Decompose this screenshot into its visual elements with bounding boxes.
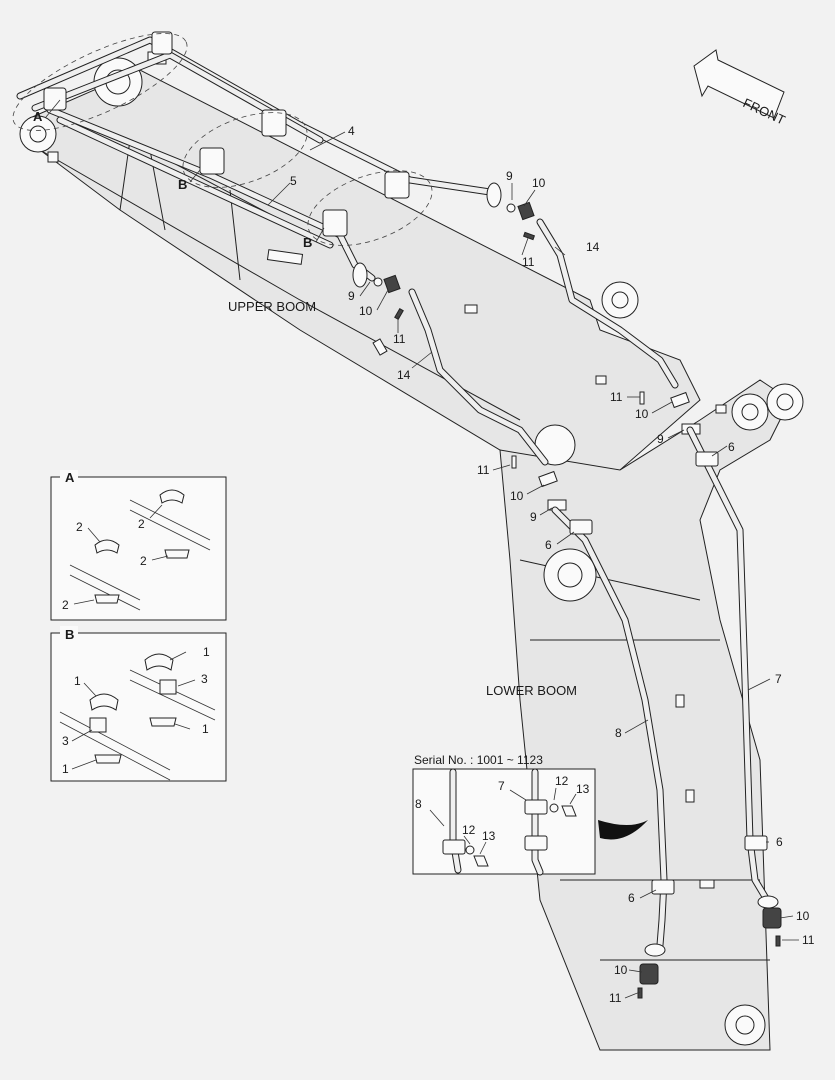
detail-box-a [50, 470, 227, 621]
lower-boom-label: LOWER BOOM [486, 683, 577, 698]
front-arrow: FRONT [693, 49, 788, 128]
part-number-11: 11 [610, 390, 623, 404]
part-number-11: 11 [477, 463, 490, 477]
pipe-clamps [43, 31, 410, 237]
part-number-1: 1 [62, 762, 69, 776]
serial-inset [412, 768, 648, 876]
detail-ellipses [12, 33, 433, 246]
part-number-11: 11 [393, 332, 406, 346]
part-number-11: 11 [522, 255, 535, 269]
hose-14-upper [408, 218, 679, 466]
callout-b2: B [303, 235, 312, 250]
part-number-12: 12 [462, 823, 476, 837]
callout-b1: B [178, 177, 187, 192]
part-number-6: 6 [545, 538, 552, 552]
part-number-6: 6 [728, 440, 735, 454]
part-number-9: 9 [506, 169, 513, 183]
part-number-2: 2 [62, 598, 69, 612]
part-number-13: 13 [482, 829, 496, 843]
callout-a: A [33, 109, 43, 124]
part-number-9: 9 [530, 510, 537, 524]
part-number-8: 8 [415, 797, 422, 811]
part-number-2: 2 [76, 520, 83, 534]
part-numbers: 4 5 9 10 11 14 9 10 11 14 11 10 9 6 11 1… [62, 124, 815, 1005]
part-number-1: 1 [202, 722, 209, 736]
part-number-2: 2 [140, 554, 147, 568]
detail-a-label: A [65, 470, 75, 485]
part-number-6: 6 [628, 891, 635, 905]
part-number-3: 3 [201, 672, 208, 686]
part-number-11: 11 [609, 991, 622, 1005]
part-number-5: 5 [290, 174, 297, 188]
part-number-13: 13 [576, 782, 590, 796]
part-number-4: 4 [348, 124, 355, 138]
part-number-3: 3 [62, 734, 69, 748]
part-number-7: 7 [498, 779, 505, 793]
part-number-1: 1 [203, 645, 210, 659]
part-number-10: 10 [532, 176, 546, 190]
part-number-9: 9 [657, 432, 664, 446]
serial-label: Serial No. : 1001 ~ 1123 [414, 753, 543, 767]
part-number-14: 14 [586, 240, 600, 254]
part-number-10: 10 [359, 304, 373, 318]
part-number-6: 6 [776, 835, 783, 849]
detail-b-label: B [65, 627, 74, 642]
leader-lines [45, 99, 799, 999]
part-number-9: 9 [348, 289, 355, 303]
part-number-7: 7 [775, 672, 782, 686]
detail-box-b [50, 626, 227, 782]
part-number-11: 11 [802, 933, 815, 947]
part-number-12: 12 [555, 774, 569, 788]
part-number-10: 10 [635, 407, 649, 421]
part-number-10: 10 [614, 963, 628, 977]
lower-clamps [569, 451, 782, 999]
part-number-10: 10 [510, 489, 524, 503]
part-number-14: 14 [397, 368, 411, 382]
lower-pipes [551, 426, 774, 949]
part-number-10: 10 [796, 909, 810, 923]
part-number-1: 1 [74, 674, 81, 688]
part-number-2: 2 [138, 517, 145, 531]
upper-boom-label: UPPER BOOM [228, 299, 316, 314]
text-labels: UPPER BOOM LOWER BOOM Serial No. : 1001 … [33, 109, 577, 767]
part-number-8: 8 [615, 726, 622, 740]
